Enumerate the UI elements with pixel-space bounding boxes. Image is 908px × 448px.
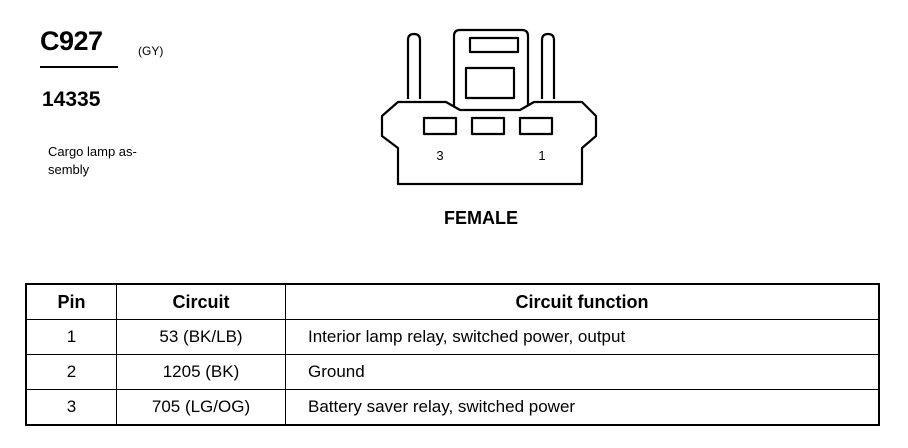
- connector-color-code: (GY): [138, 44, 164, 58]
- lock-tower: [452, 28, 530, 106]
- connector-description: Cargo lamp as- sembly: [48, 143, 178, 179]
- cavity-2: [470, 116, 506, 136]
- cavity-1: [518, 116, 554, 136]
- cavity-3: [422, 116, 458, 136]
- pin-table: Pin Circuit Circuit function 1 53 (BK/LB…: [25, 283, 880, 426]
- table-row: 2 1205 (BK) Ground: [25, 354, 880, 390]
- function-cell: Ground: [285, 354, 880, 390]
- table-header-row: Pin Circuit Circuit function: [25, 283, 880, 320]
- pin-cell: 3: [25, 389, 117, 426]
- circuit-cell: 705 (LG/OG): [116, 389, 286, 426]
- lock-tab-window: [464, 66, 516, 100]
- circuit-cell: 53 (BK/LB): [116, 319, 286, 355]
- part-number: 14335: [42, 88, 101, 111]
- pin-cell: 1: [25, 319, 117, 355]
- function-cell: Interior lamp relay, switched power, out…: [285, 319, 880, 355]
- lock-tab-top: [468, 36, 520, 54]
- cavity-label-1: 1: [538, 148, 545, 163]
- cavity-label-3: 3: [436, 148, 443, 163]
- description-line-1: Cargo lamp as-: [48, 144, 137, 159]
- connector-id-underline: [40, 66, 118, 68]
- connector-id: C927: [40, 26, 103, 56]
- connector-body: [380, 100, 598, 186]
- header-circuit-function: Circuit function: [285, 283, 880, 320]
- connector-gender-label: FEMALE: [444, 208, 518, 228]
- header-pin: Pin: [25, 283, 117, 320]
- circuit-cell: 1205 (BK): [116, 354, 286, 390]
- connector-face-diagram: 3 1: [380, 28, 598, 186]
- left-latch-prong: [406, 32, 422, 99]
- function-cell: Battery saver relay, switched power: [285, 389, 880, 426]
- table-row: 1 53 (BK/LB) Interior lamp relay, switch…: [25, 319, 880, 355]
- right-latch-prong: [540, 32, 556, 99]
- pin-cell: 2: [25, 354, 117, 390]
- description-line-2: sembly: [48, 162, 90, 177]
- header-circuit: Circuit: [116, 283, 286, 320]
- table-row: 3 705 (LG/OG) Battery saver relay, switc…: [25, 389, 880, 426]
